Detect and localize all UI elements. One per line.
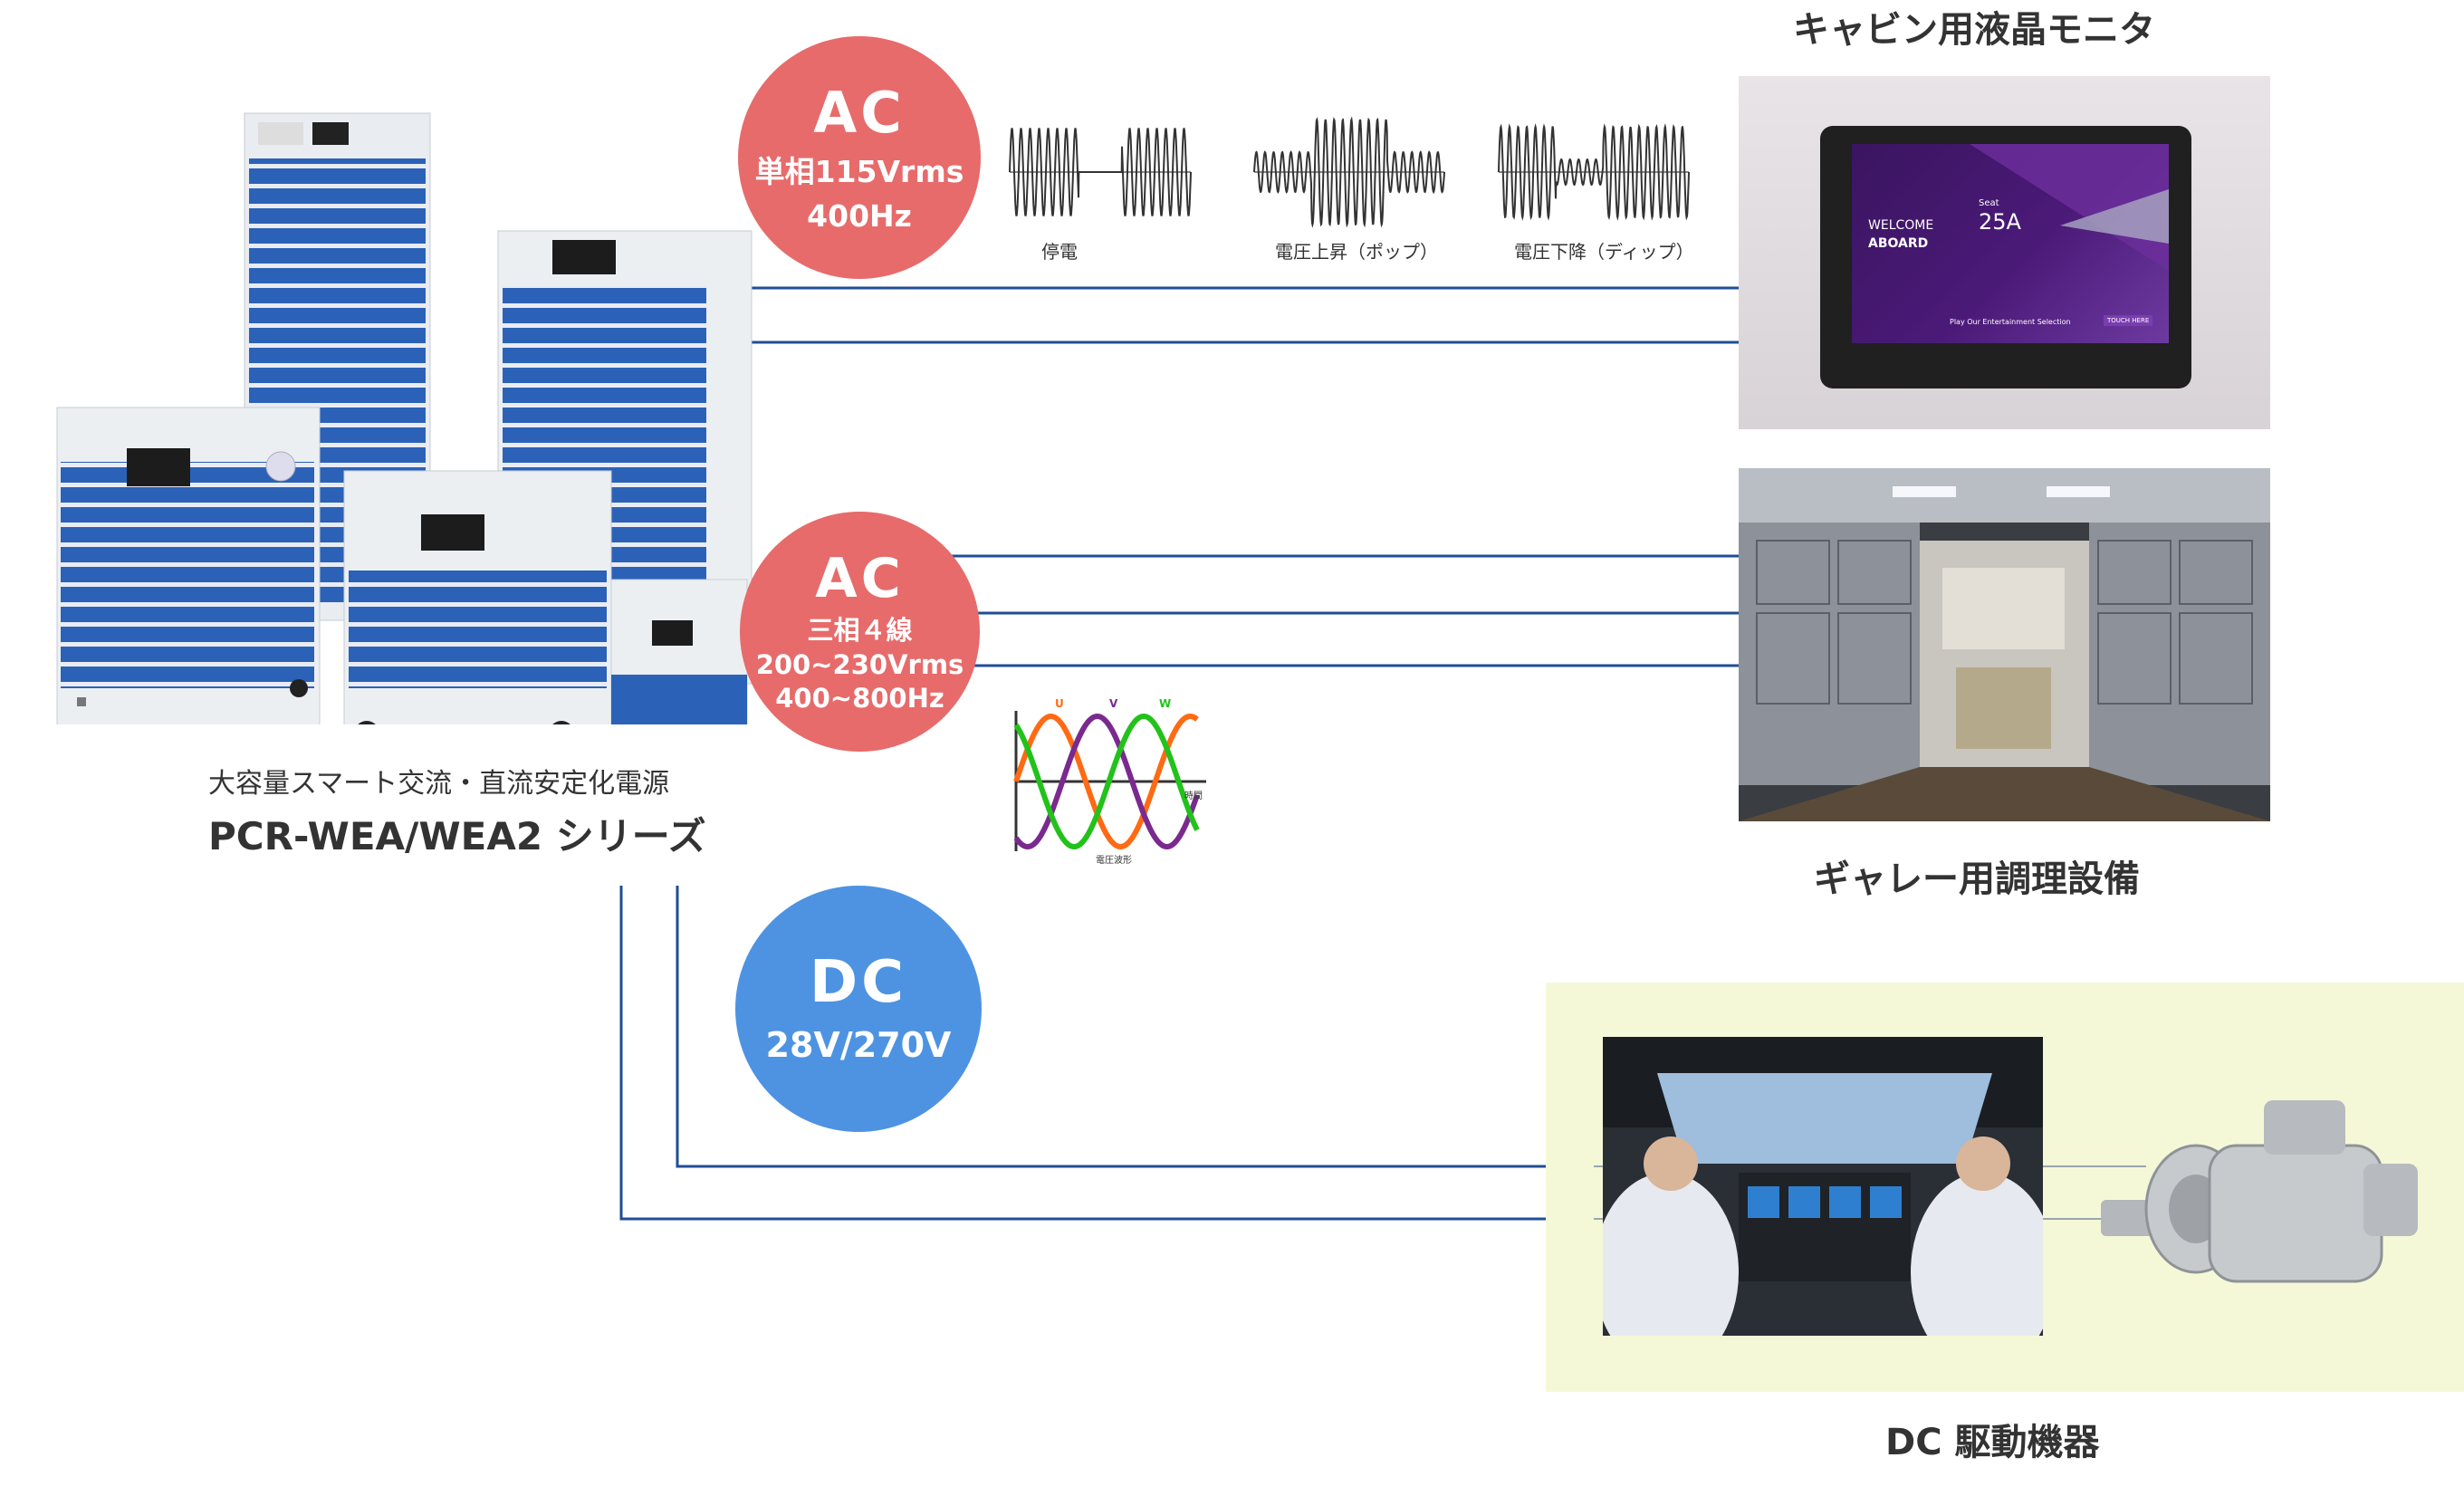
ac-three-phase-badge: AC 三相４線 200~230Vrms 400~800Hz bbox=[740, 512, 980, 752]
galley-image bbox=[1739, 468, 2270, 821]
phase-w-label: W bbox=[1159, 697, 1171, 710]
cabin-monitor-image: WELCOME ABOARD Seat 25A Play Our Enterta… bbox=[1739, 76, 2270, 429]
dc-motor-image bbox=[2101, 1100, 2418, 1283]
product-title: PCR-WEA/WEA2 シリーズ bbox=[208, 814, 706, 858]
dc-devices-title: DC 駆動機器 bbox=[1885, 1422, 2100, 1463]
voltage-axis-label: 電圧波形 bbox=[1096, 854, 1132, 865]
dc-voltage: 28V/270V bbox=[765, 1025, 952, 1066]
ac-single-label: AC bbox=[813, 79, 906, 146]
cockpit-image bbox=[1603, 1037, 2043, 1336]
monitor-screen: WELCOME ABOARD Seat 25A Play Our Enterta… bbox=[1852, 144, 2169, 343]
three-phase-waveform-chart: U V W 時間 電圧波形 bbox=[1013, 697, 1206, 865]
ac-single-frequency: 400Hz bbox=[807, 197, 912, 234]
outage-waveform bbox=[1009, 128, 1192, 216]
power-supply-units-image bbox=[56, 112, 753, 724]
phase-v-label: V bbox=[1109, 697, 1118, 710]
voltage-dip-label: 電圧下降（ディップ） bbox=[1514, 241, 1694, 263]
screen-seat-label: Seat bbox=[1979, 198, 1999, 208]
dc-line-1 bbox=[676, 886, 1594, 1168]
screen-seat: 25A bbox=[1979, 209, 2021, 235]
screen-aboard: ABOARD bbox=[1868, 236, 1929, 251]
time-axis-label: 時間 bbox=[1184, 791, 1203, 801]
phase-u-label: U bbox=[1055, 697, 1064, 710]
galley-title: ギャレー用調理設備 bbox=[1814, 858, 2140, 900]
cabin-monitor-title: キャビン用液晶モニタ bbox=[1793, 9, 2155, 51]
ac-three-frequency: 400~800Hz bbox=[775, 683, 944, 714]
screen-button: TOUCH HERE bbox=[2104, 315, 2153, 326]
ac-single-voltage: 単相115Vrms bbox=[754, 153, 964, 189]
ac-three-wiring: 三相４線 bbox=[807, 614, 913, 646]
ac-three-label: AC bbox=[815, 546, 905, 610]
voltage-rise-label: 電圧上昇（ポップ） bbox=[1275, 241, 1438, 263]
screen-footer: Play Our Entertainment Selection bbox=[1950, 318, 2071, 326]
voltage-dip-waveform bbox=[1498, 123, 1690, 221]
dc-badge: DC 28V/270V bbox=[735, 886, 982, 1132]
dc-line-2 bbox=[619, 886, 1594, 1221]
outage-label: 停電 bbox=[1041, 241, 1078, 263]
voltage-rise-waveform bbox=[1253, 116, 1445, 228]
ac-three-voltage: 200~230Vrms bbox=[755, 648, 964, 680]
dc-label: DC bbox=[809, 949, 908, 1017]
product-subtitle: 大容量スマート交流・直流安定化電源 bbox=[208, 768, 670, 800]
screen-welcome: WELCOME bbox=[1868, 218, 1934, 233]
ac-single-phase-badge: AC 単相115Vrms 400Hz bbox=[738, 36, 981, 279]
